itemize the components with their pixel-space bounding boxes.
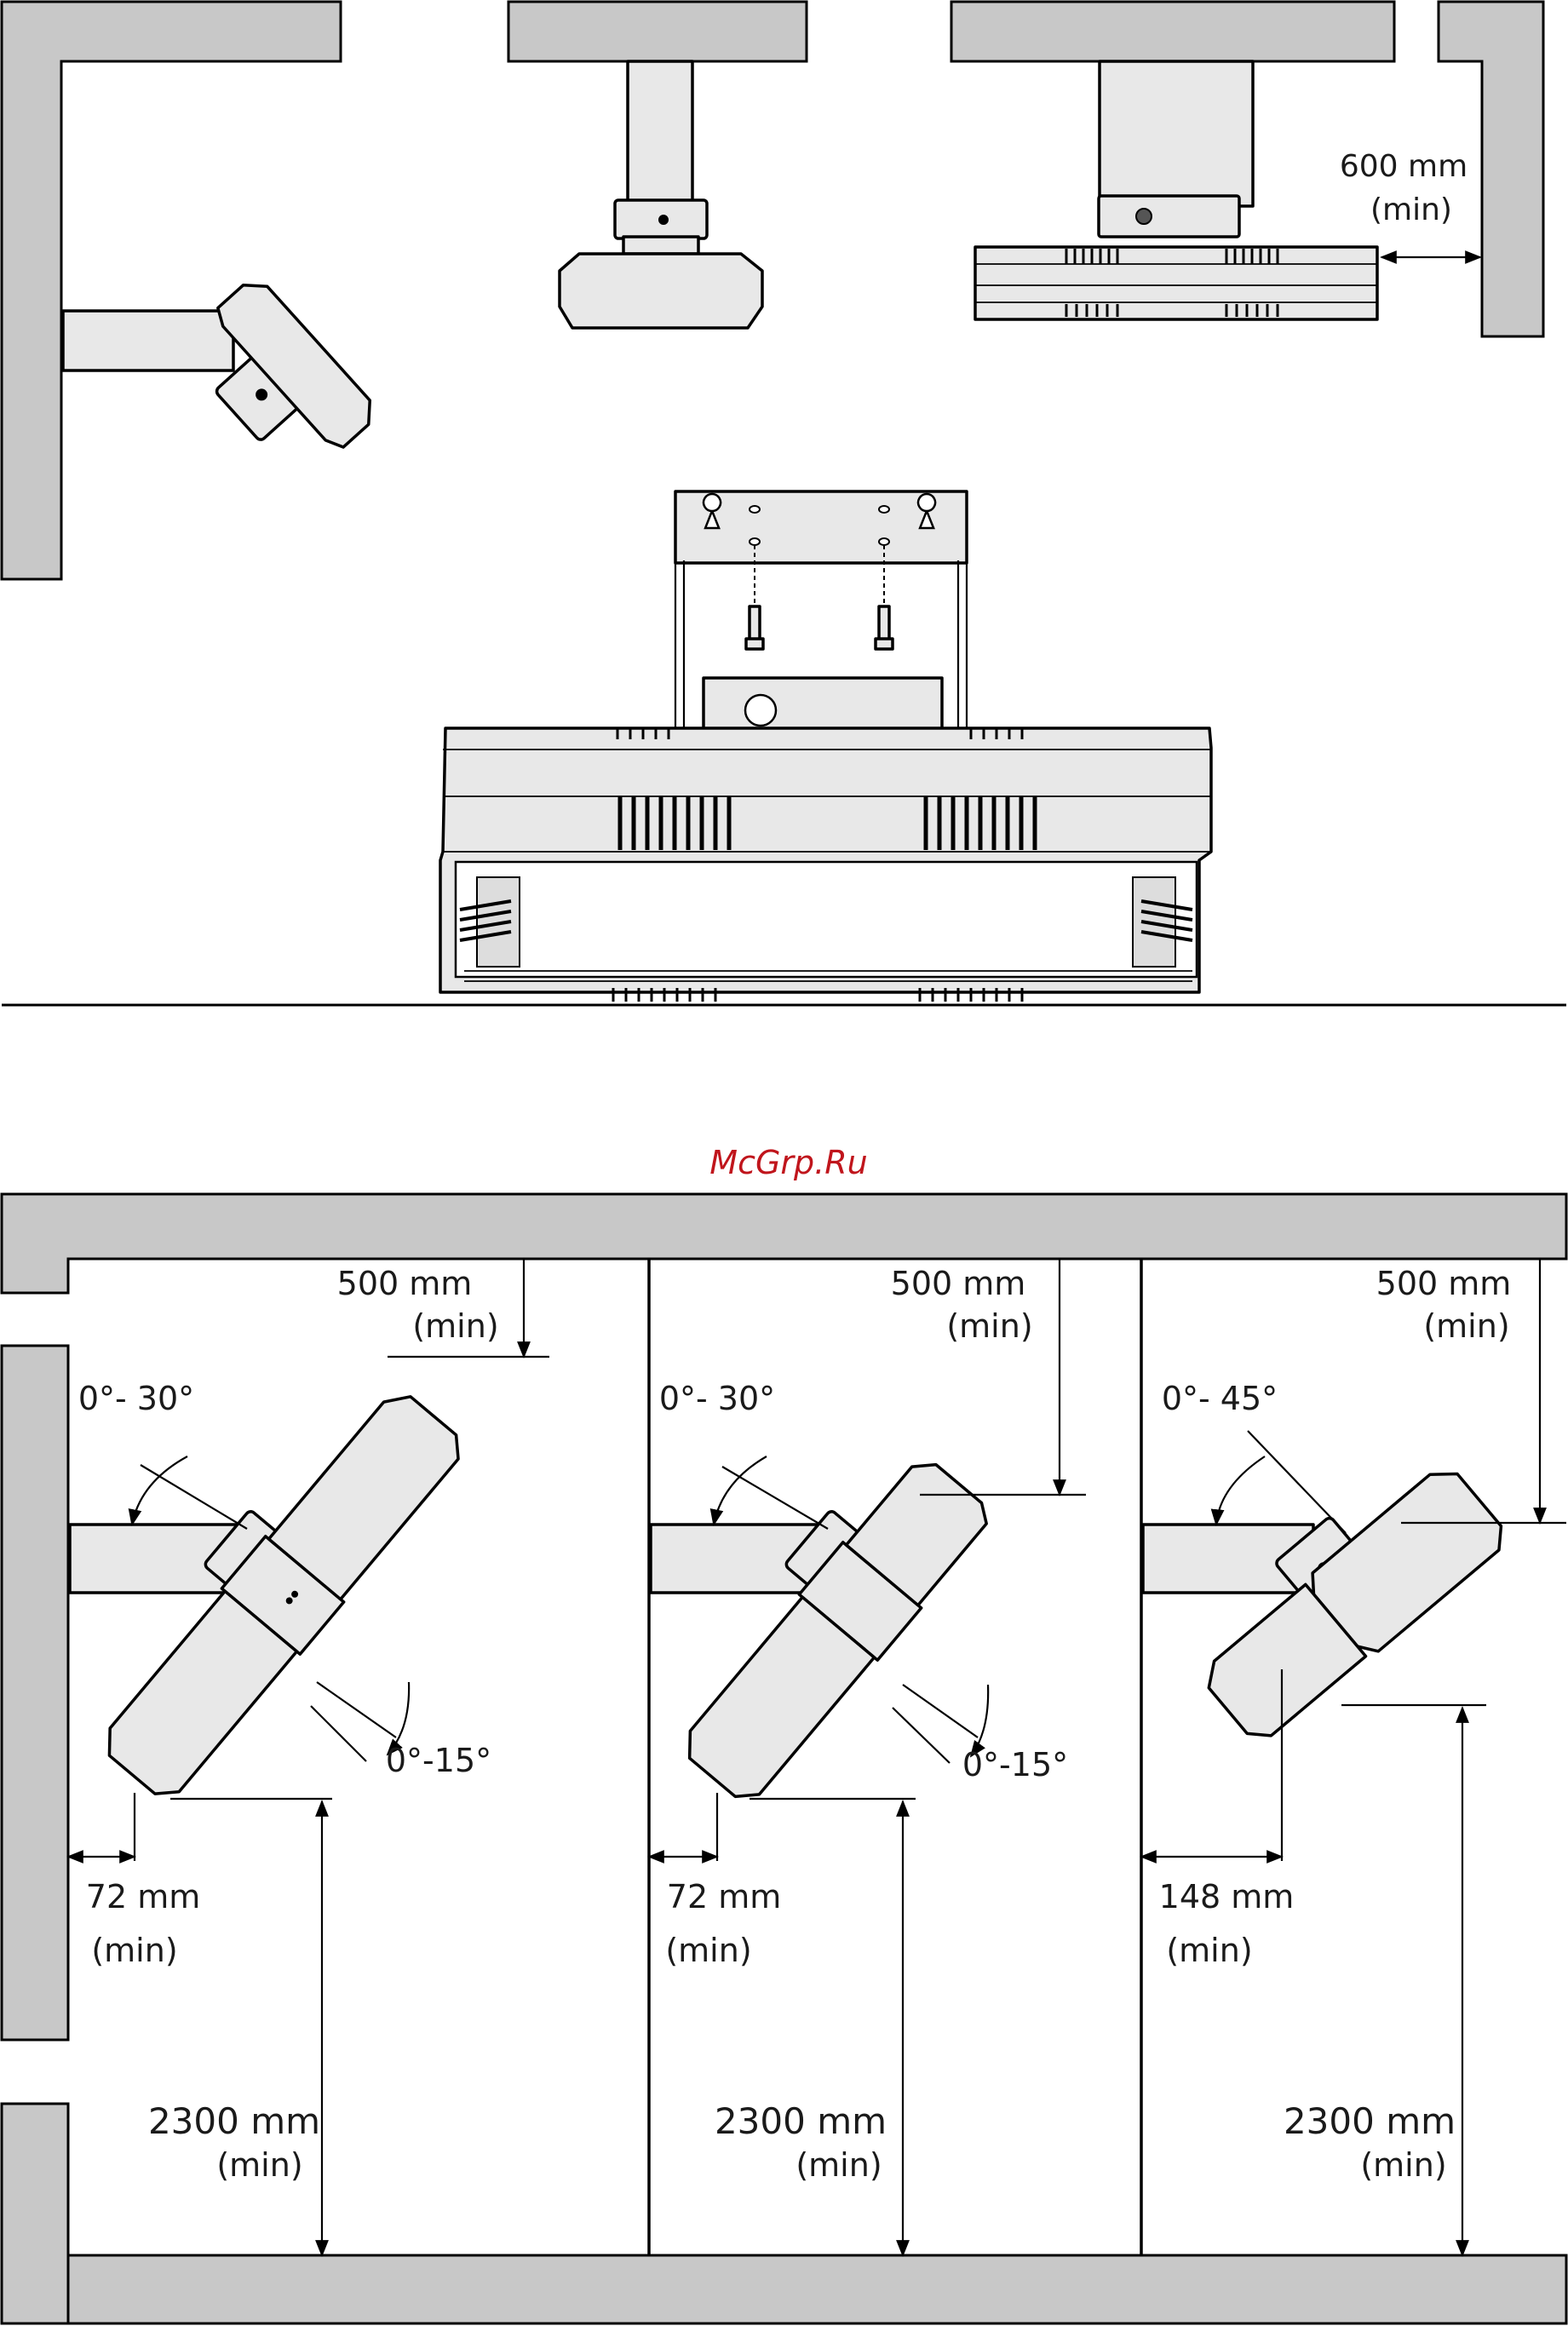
ceiling-clearance-min: (min) [946,1307,1032,1345]
tilt-arc [714,1456,767,1525]
ceiling-clearance-value: 500 mm [1376,1265,1512,1302]
ceiling-clearance-min: (min) [1423,1307,1509,1345]
left-wall [2,2104,68,2323]
ceiling-segment [508,2,807,61]
lower-tilt-label: 0°-15° [386,1742,491,1779]
ceiling-mounted-heater [560,61,762,328]
wall-clearance-min: (min) [665,1932,751,1969]
wall-clearance-value: 72 mm [667,1878,781,1915]
tilt-angle-label: 0°- 30° [78,1380,194,1417]
left-wall [2,1346,68,2040]
heater-detail-view [440,491,1211,1002]
mounting-height-min: (min) [1360,2146,1446,2184]
mounting-height-value: 2300 mm [148,2100,320,2142]
panel-1: 500 mm (min) 0°- 30° 0°-15° 72 mm (min) … [68,1259,549,2255]
tilt-arc [1216,1456,1265,1525]
ceiling-clearance-value: 500 mm [891,1265,1026,1302]
side-clearance-min: (min) [1370,192,1452,227]
wall-clearance-value: 148 mm [1159,1878,1295,1915]
lower-tilt-label: 0°-15° [962,1746,1068,1783]
front-bracket-arm [1100,61,1253,206]
watermark: McGrp.Ru [709,1144,867,1181]
mounting-height-min: (min) [216,2146,302,2184]
mounting-screw [879,606,889,640]
wall-clearance-min: (min) [91,1932,177,1969]
wall-mounted-heater [63,273,382,485]
tilt-angle-label: 0°- 30° [659,1380,775,1417]
wall-bracket-arm [63,311,233,370]
mounting-height-value: 2300 mm [1284,2100,1456,2142]
ceiling-clearance-min: (min) [412,1307,498,1345]
panel-2: 500 mm (min) 0°- 30° 0°-15° 72 mm (min) … [649,1259,1086,2255]
panel-3: 500 mm (min) 0°- 45° 148 mm (min) 2300 m… [1141,1259,1566,2255]
ceiling-bracket-arm [628,61,692,202]
ceiling [2,1194,1566,1293]
corner-wall [2,2,341,579]
heater-front-view [975,61,1377,319]
bottom-section: 500 mm (min) 0°- 30° 0°-15° 72 mm (min) … [2,1194,1566,2323]
top-section: 600 mm (min) [2,2,1566,1005]
ceiling-clearance-value: 500 mm [337,1265,473,1302]
mounting-height-min: (min) [795,2146,882,2184]
floor [68,2255,1566,2323]
side-clearance-value: 600 mm [1340,149,1467,184]
mounting-screw [750,606,760,640]
wall-clearance-value: 72 mm [86,1878,200,1915]
ceiling-segment [951,2,1394,61]
wall-clearance-min: (min) [1166,1932,1252,1969]
tilt-angle-label: 0°- 45° [1162,1380,1278,1417]
mounting-height-value: 2300 mm [715,2100,887,2142]
tilt-arc [132,1456,187,1525]
